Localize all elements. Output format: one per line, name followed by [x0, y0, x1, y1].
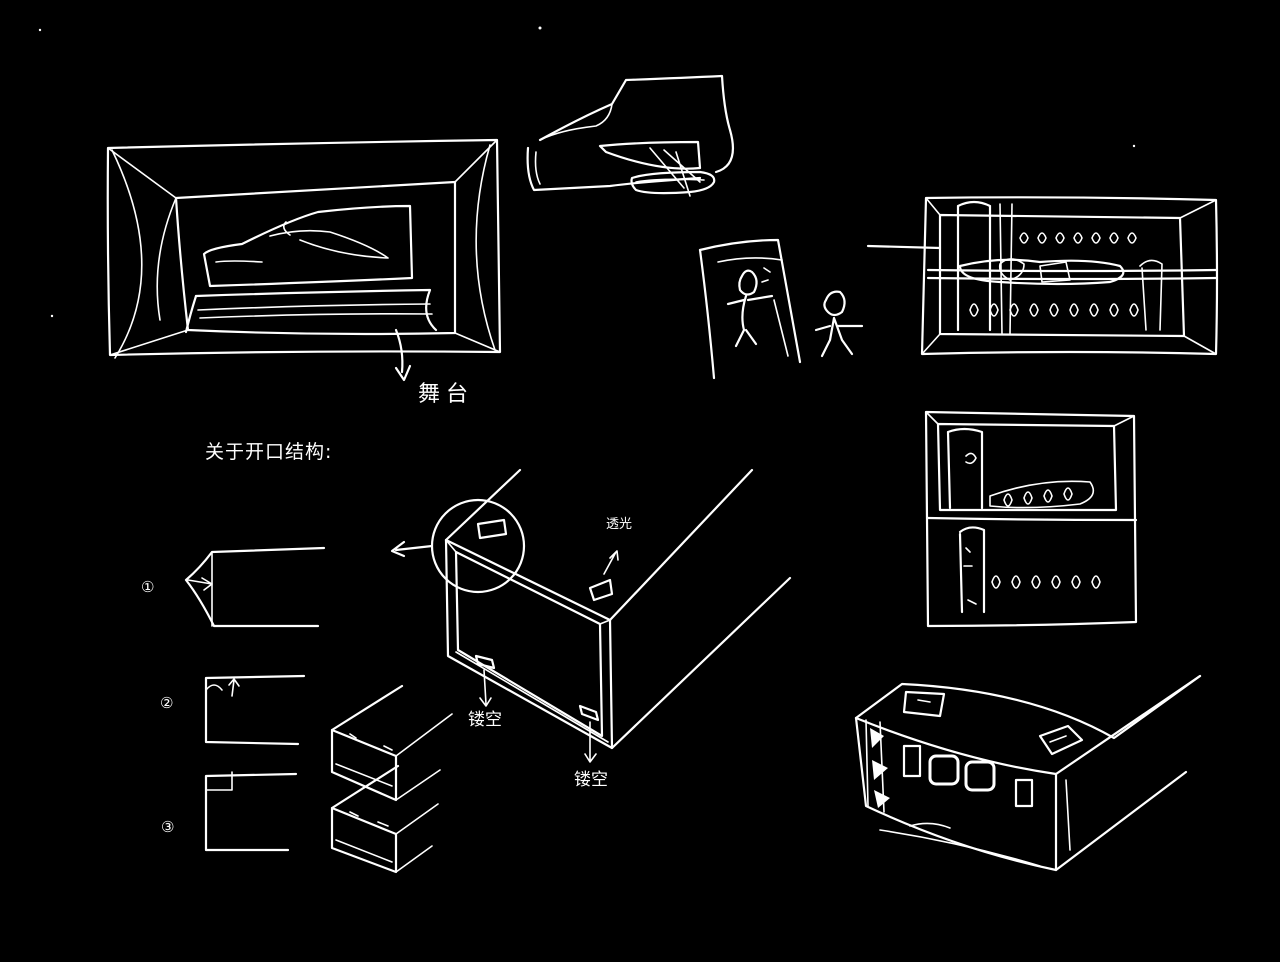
open-box-isometric-sketch — [390, 468, 792, 763]
section-title-label: 关于开口结构: — [205, 441, 333, 463]
stage-label: 舞台 — [418, 382, 475, 407]
vent-label: 透光 — [606, 517, 633, 532]
device-box-sketch — [854, 674, 1202, 872]
opening-method-sketches — [184, 546, 326, 852]
method-1-label: ① — [141, 578, 155, 596]
hollow-label-b: 镂空 — [574, 770, 608, 790]
cabinet-capsules-sketch — [866, 196, 1219, 356]
hollow-label-a: 镂空 — [468, 710, 502, 730]
stacked-boxes-sketch — [330, 684, 453, 874]
stray-marks — [38, 26, 1136, 318]
hand-holding-sketch — [526, 74, 734, 197]
method-3-label: ③ — [161, 818, 175, 836]
stage-perspective-sketch — [106, 138, 502, 382]
two-tier-box-sketch — [924, 410, 1138, 628]
figures-sketch — [698, 238, 864, 380]
method-2-label: ② — [160, 694, 174, 712]
